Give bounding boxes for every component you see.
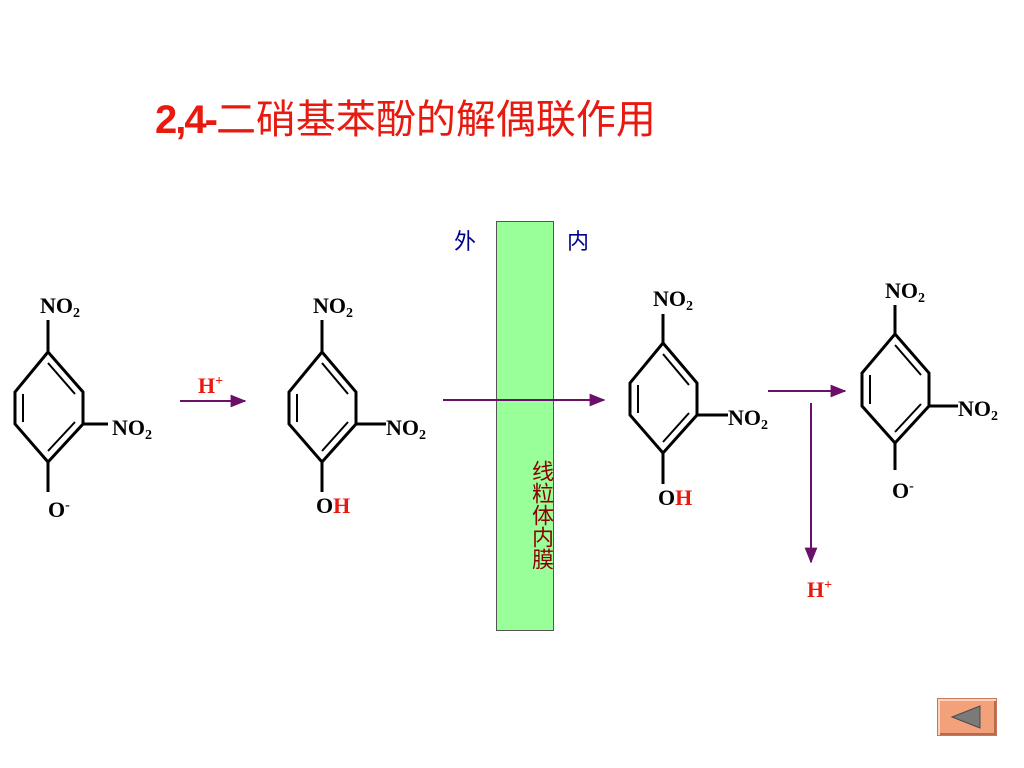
inner-side-label: 内 [567, 230, 590, 255]
mol4-top-no2: NO2 [885, 278, 925, 307]
mol1-top-no2: NO2 [40, 293, 80, 322]
mol2-hydroxyl: OH [316, 493, 351, 518]
back-button[interactable] [937, 698, 997, 736]
mol4-phenolate-o: O- [892, 478, 914, 503]
membrane-label: 线粒体内膜 [528, 460, 553, 570]
outer-side-label: 外 [454, 230, 477, 255]
mol2-top-no2: NO2 [313, 293, 353, 322]
mol2-right-no2: NO2 [386, 415, 426, 444]
title-prefix: 2,4- [155, 98, 218, 142]
mol1-right-no2: NO2 [112, 415, 152, 444]
mol3-hydroxyl: OH [658, 485, 693, 510]
mitochondrial-inner-membrane: 线粒体内膜 [496, 221, 554, 631]
mol4-right-no2: NO2 [958, 396, 998, 425]
page-title: 2,4-二硝基苯酚的解偶联作用 [155, 90, 656, 150]
benzene-ring-1 [13, 320, 108, 492]
benzene-ring-3 [628, 314, 728, 484]
mol1-phenolate-o: O- [48, 497, 70, 522]
proton-label-outer: H+ [198, 373, 224, 398]
mol3-right-no2: NO2 [728, 405, 768, 434]
benzene-ring-2 [287, 320, 386, 492]
mol3-top-no2: NO2 [653, 286, 693, 315]
title-main: 二硝基苯酚的解偶联作用 [215, 97, 656, 143]
back-triangle-icon [950, 705, 981, 729]
proton-label-inner: H+ [807, 577, 833, 602]
benzene-ring-4 [860, 305, 958, 470]
